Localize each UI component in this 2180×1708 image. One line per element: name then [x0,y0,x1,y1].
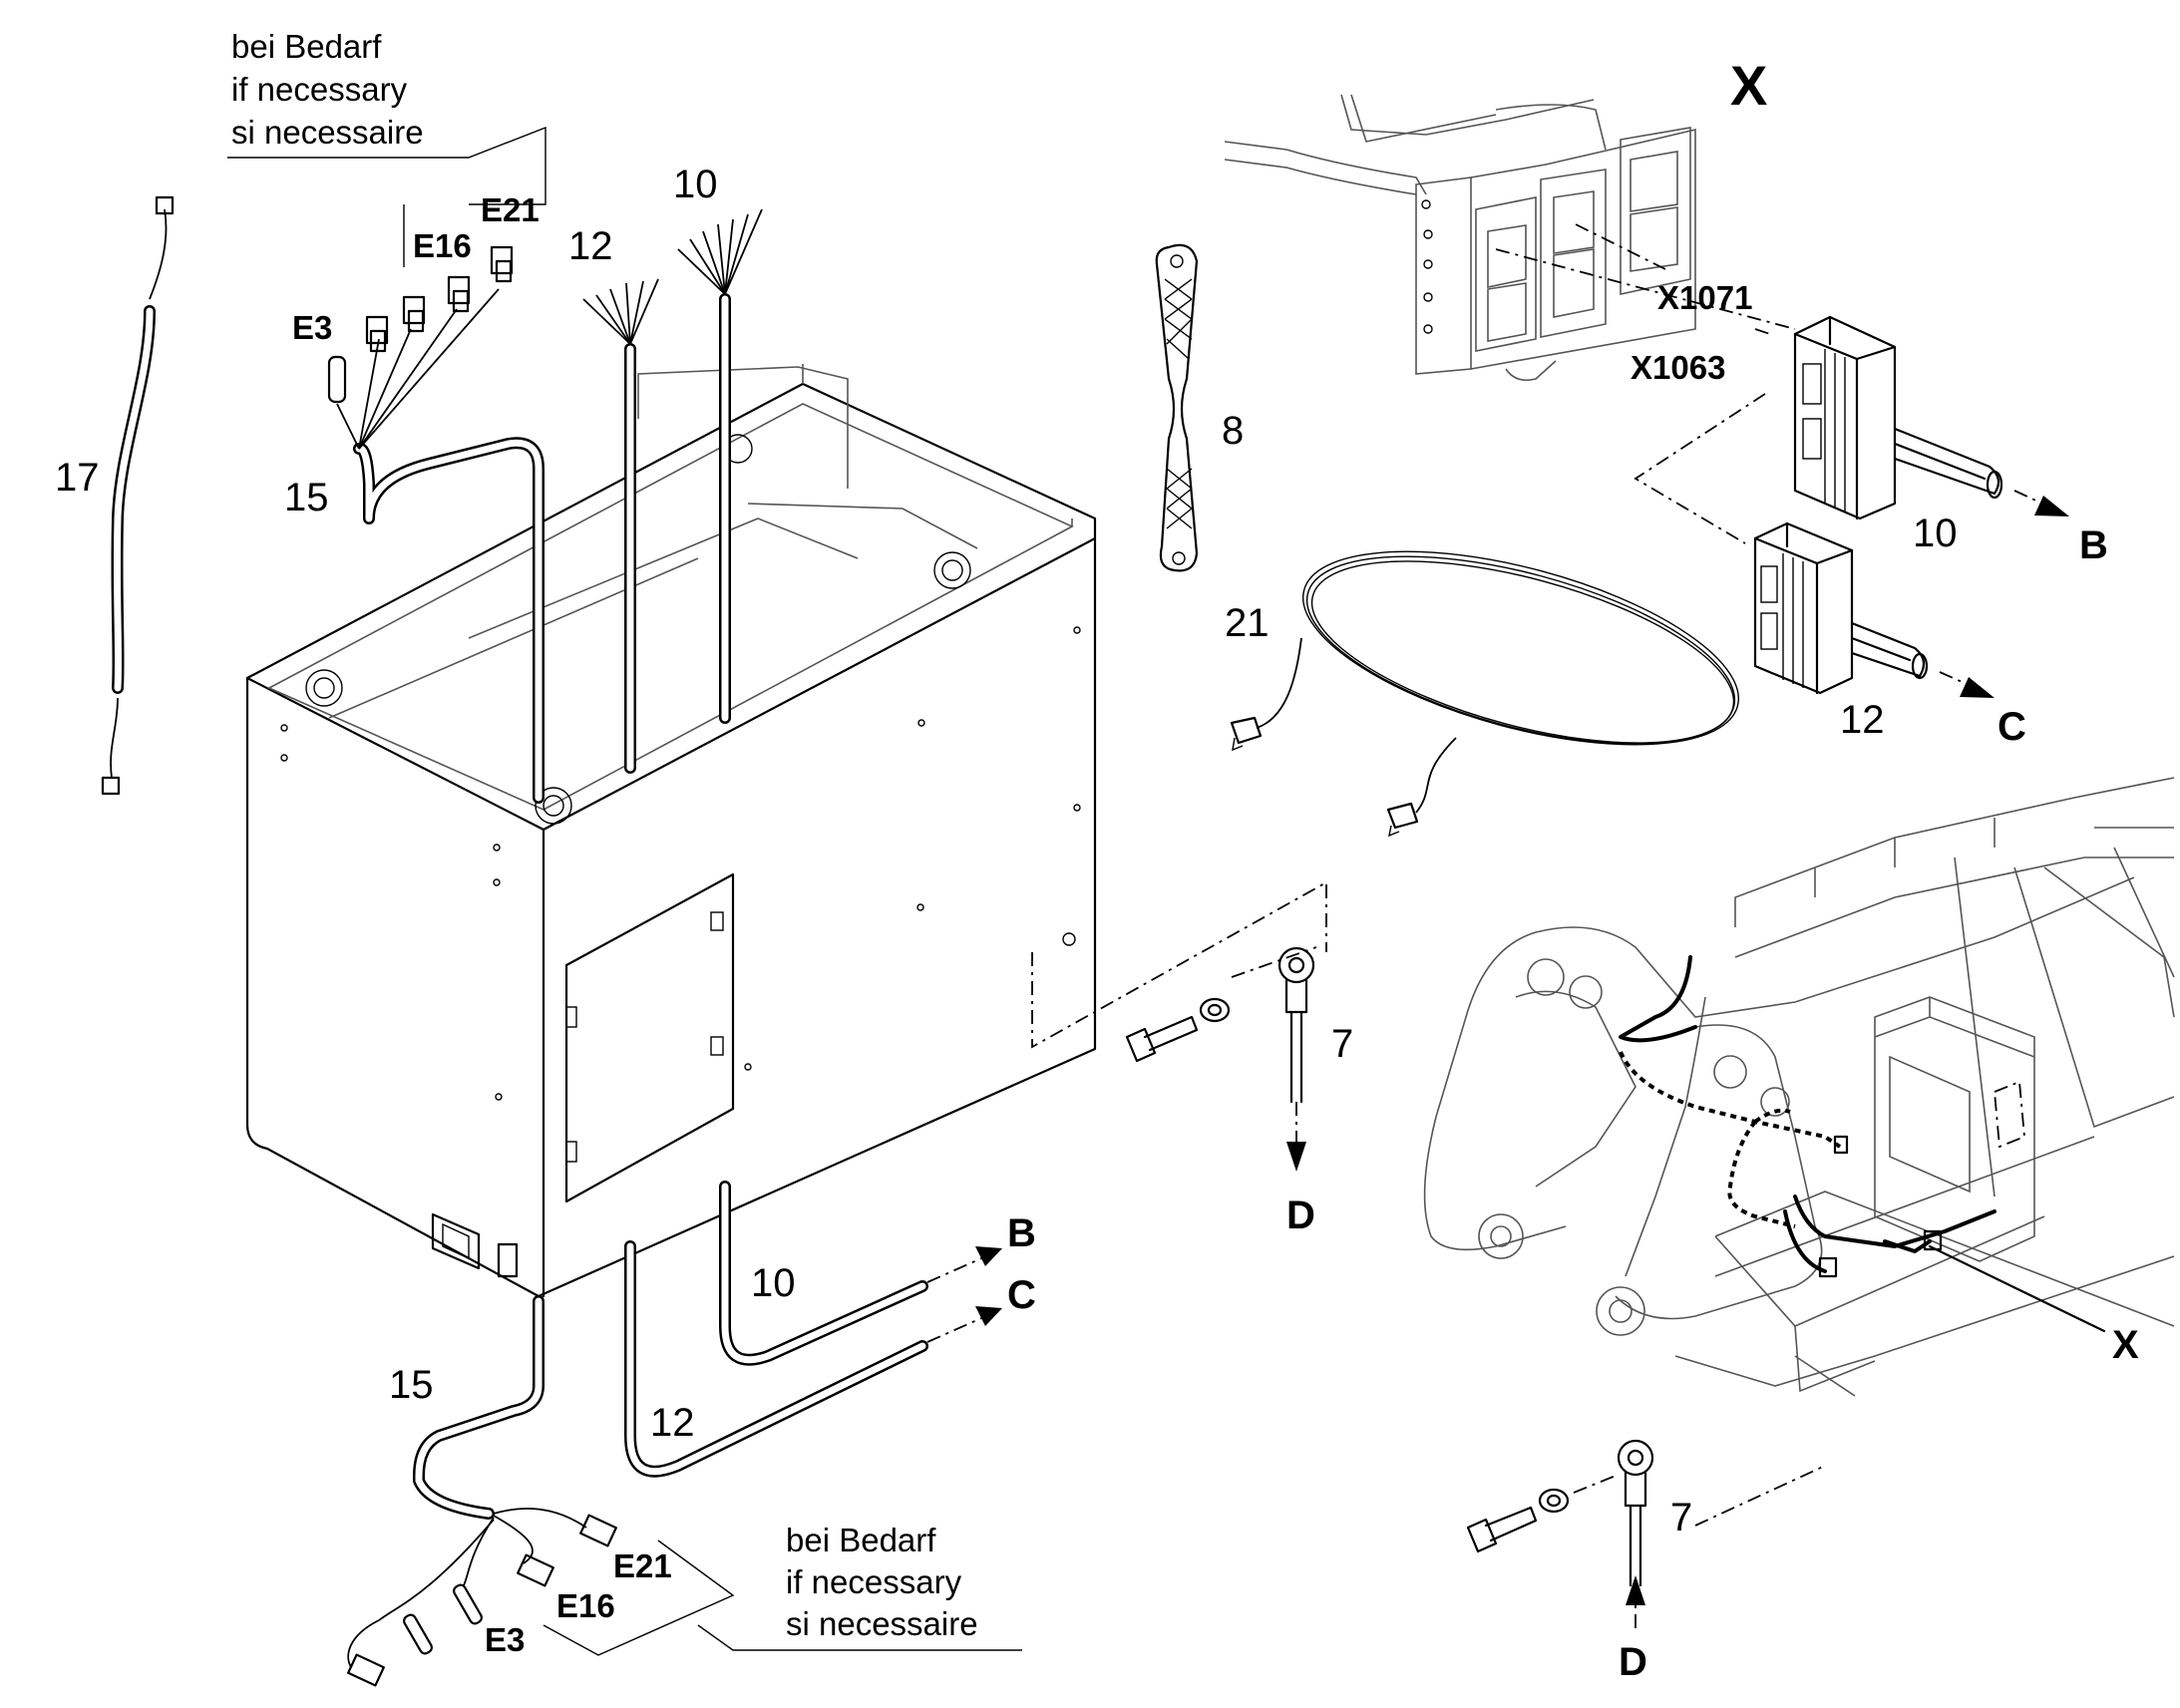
letter-d-bottom: D [1619,1640,1647,1684]
label-12-right: 12 [1840,698,1885,742]
label-10-right: 10 [1913,512,1958,555]
coiled-cable-21 [1230,550,1740,838]
label-15-top: 15 [284,476,329,519]
label-7-mid: 7 [1331,1022,1353,1066]
note-top-line2: if necessary [231,71,408,108]
letter-x-frame: X [2112,1323,2139,1367]
label-17: 17 [55,456,100,500]
label-x1063: X1063 [1631,349,1725,386]
detail-x-connector-plate [1224,94,1796,544]
label-e21-top: E21 [481,191,540,228]
note-bottom-line1: bei Bedarf [786,1522,936,1558]
letter-d-mid: D [1286,1194,1315,1237]
label-12-top: 12 [568,224,613,268]
cable-12-bottom [624,1240,1002,1478]
note-bottom-bracket [543,1539,735,1656]
label-10-top: 10 [673,163,718,206]
machine-frame [1423,777,2175,1527]
cable-12-top [582,278,659,774]
note-bottom-line2: if necessary [786,1563,962,1600]
cable-10-bottom [719,1181,1002,1366]
ground-strap-8 [1155,243,1199,572]
x-leader-line [1928,1244,2106,1333]
ground-terminal-7-bottom [1466,1439,1654,1630]
letter-b-right: B [2079,523,2108,567]
cable-15-bottom [347,1295,617,1687]
letter-c-mid: C [1007,1273,1036,1317]
note-top-line3: si necessaire [231,114,424,151]
label-21: 21 [1225,601,1270,645]
cable-17 [101,195,175,796]
label-e3-bottom: E3 [485,1621,525,1658]
note-top-bracket [227,126,546,205]
label-10-bottom: 10 [751,1261,796,1305]
connector-x1071 [1793,315,2069,520]
detail-x-title: X [1730,54,1767,117]
label-e16-top: E16 [413,227,472,264]
letter-b-mid: B [1007,1211,1036,1255]
label-7-bottom: 7 [1670,1496,1692,1539]
cable-10-top [677,208,763,724]
letter-c-right: C [1998,705,2026,749]
label-e16-bottom: E16 [556,1587,615,1624]
note-bottom-line3: si necessaire [786,1605,978,1642]
note-bottom-underline [697,1624,1022,1651]
note-top-line1: bei Bedarf [231,28,382,65]
cable-15-top [327,245,545,804]
connector-x1063 [1753,521,1995,698]
label-8: 8 [1222,409,1244,453]
label-15-bottom: 15 [389,1363,434,1407]
label-12-bottom: 12 [650,1401,695,1445]
label-x1071: X1071 [1657,279,1752,316]
label-e3-top: E3 [292,309,332,346]
label-e21-bottom: E21 [613,1547,672,1584]
ground-terminal-7-mid [1031,880,1327,1172]
